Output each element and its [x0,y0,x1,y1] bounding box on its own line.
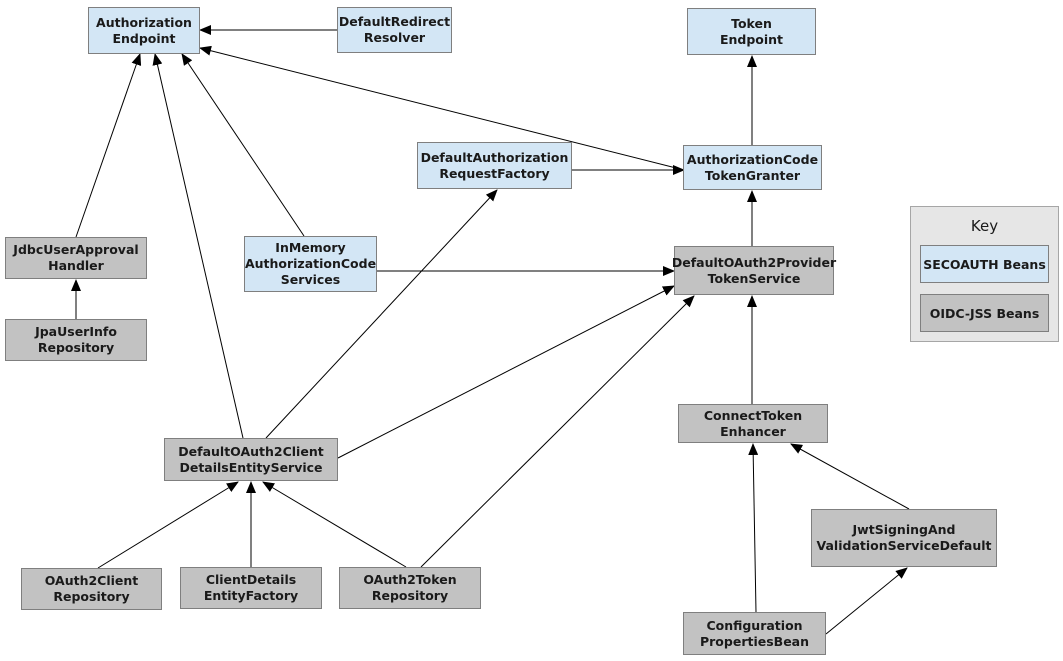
edge-client-details-to-provider-token-service [337,285,675,459]
node-default-authorization-request-factory: DefaultAuthorization RequestFactory [417,142,572,189]
legend-title: Key [970,217,999,235]
node-configuration-properties-bean: Configuration PropertiesBean [683,612,826,655]
node-connect-token-enhancer: ConnectToken Enhancer [678,404,828,443]
legend-item-oidc: OIDC-JSS Beans [920,294,1049,332]
node-default-oauth2-client-details-entity-service: DefaultOAuth2Client DetailsEntityService [164,438,338,481]
edge-client-details-to-authorization-endpoint [152,53,244,439]
edge-inmemory-to-authorization-endpoint [181,53,305,237]
node-jpa-user-info-repository: JpaUserInfo Repository [5,319,147,361]
edge-jwt-signing-to-token-enhancer [790,443,910,510]
node-oauth2-client-repository: OAuth2Client Repository [21,568,162,610]
node-client-details-entity-factory: ClientDetails EntityFactory [180,567,322,609]
node-authorization-code-token-granter: AuthorizationCode TokenGranter [683,145,822,190]
node-oauth2-token-repository: OAuth2Token Repository [339,567,481,609]
edge-token-repository-to-provider-token-service [420,295,695,568]
edge-token-repository-to-client-details [262,481,407,568]
node-default-oauth2-provider-token-service: DefaultOAuth2Provider TokenService [672,246,836,295]
edge-client-details-to-request-factory [265,189,498,439]
node-jdbc-user-approval-handler: JdbcUserApproval Handler [5,237,147,279]
edge-config-bean-to-token-enhancer [748,443,759,613]
legend-item-secoauth: SECOAUTH Beans [920,245,1049,283]
edge-token-granter-to-authorization-endpoint [199,45,685,171]
edge-client-repository-to-client-details [97,481,239,569]
legend: Key SECOAUTH Beans OIDC-JSS Beans [910,206,1059,342]
node-token-endpoint: Token Endpoint [687,8,816,55]
node-default-redirect-resolver: DefaultRedirect Resolver [337,7,452,53]
node-jwt-signing-and-validation-service-default: JwtSigningAnd ValidationServiceDefault [811,509,997,567]
edge-config-bean-to-jwt-signing [825,567,908,635]
node-authorization-endpoint: Authorization Endpoint [88,7,200,54]
node-inmemory-authorization-code-services: InMemory AuthorizationCode Services [244,236,377,292]
edge-jdbc-approval-to-authorization-endpoint [75,53,142,238]
